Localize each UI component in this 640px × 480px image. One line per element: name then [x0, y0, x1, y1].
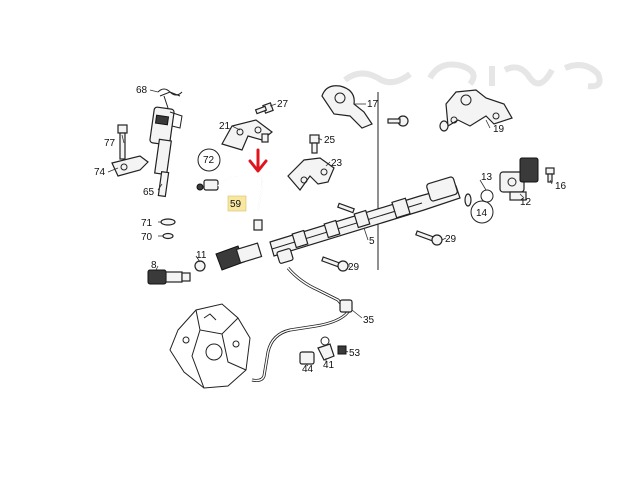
bolt-25	[309, 134, 320, 154]
down-arrow-icon	[248, 148, 268, 173]
clip-53	[337, 345, 347, 355]
label-11: 11	[196, 250, 207, 261]
bracket-23	[287, 157, 335, 191]
label-41: 41	[323, 360, 335, 371]
watermark	[343, 61, 603, 90]
fuel-line-59	[217, 175, 264, 231]
label-23: 23	[331, 158, 343, 169]
pressure-regulator-12	[499, 157, 539, 201]
sensor-8	[147, 269, 191, 285]
injector-65	[149, 91, 183, 198]
bracket-17	[321, 85, 379, 270]
bolt-29-upper	[337, 202, 355, 214]
o-ring-14	[464, 193, 494, 224]
label-12: 12	[520, 197, 532, 208]
seal-13	[480, 189, 494, 203]
bolt-77	[117, 124, 128, 160]
label-27-top: 27	[277, 99, 289, 110]
label-74: 74	[94, 167, 106, 178]
label-77: 77	[104, 138, 116, 149]
label-13: 13	[481, 172, 493, 183]
bolt-27-top	[254, 102, 274, 115]
label-8: 8	[151, 260, 157, 271]
label-29-right: 29	[445, 234, 457, 245]
clip-41	[317, 336, 335, 361]
fuel-rail-5	[269, 176, 461, 264]
label-59: 59	[230, 199, 242, 210]
return-line-35	[251, 267, 353, 382]
label-19: 19	[493, 124, 505, 135]
bolt-29-right	[415, 230, 443, 246]
label-68: 68	[136, 85, 148, 96]
screw-16	[545, 167, 555, 183]
washer-71	[160, 218, 176, 226]
label-25: 25	[324, 135, 336, 146]
bolt-29-lower	[321, 256, 349, 272]
bracket-19	[439, 89, 513, 132]
fitting-72	[196, 148, 221, 191]
sensor-11	[194, 242, 263, 272]
highlight-box-59	[227, 195, 247, 212]
label-44: 44	[302, 364, 314, 375]
label-65: 65	[143, 187, 155, 198]
bolt-27-right	[387, 115, 409, 127]
label-70: 70	[141, 232, 153, 243]
leader-lines	[107, 89, 553, 367]
label-71: 71	[141, 218, 153, 229]
label-53: 53	[349, 348, 361, 359]
label-17: 17	[367, 99, 379, 110]
label-29-lower: 29	[348, 262, 360, 273]
high-pressure-pump	[169, 303, 251, 389]
label-72: 72	[203, 155, 215, 166]
clamp-74	[111, 155, 149, 177]
label-16: 16	[555, 181, 567, 192]
label-14: 14	[476, 208, 488, 219]
clip-44	[299, 351, 315, 365]
washer-70	[162, 232, 174, 240]
part-number-labels: 68 27 17 21 19 77 25 72 74 65 23 13 16 5…	[94, 85, 567, 375]
label-5: 5	[369, 236, 375, 247]
label-35: 35	[363, 315, 375, 326]
squiggle-part-68	[157, 88, 183, 96]
label-21: 21	[219, 121, 231, 132]
